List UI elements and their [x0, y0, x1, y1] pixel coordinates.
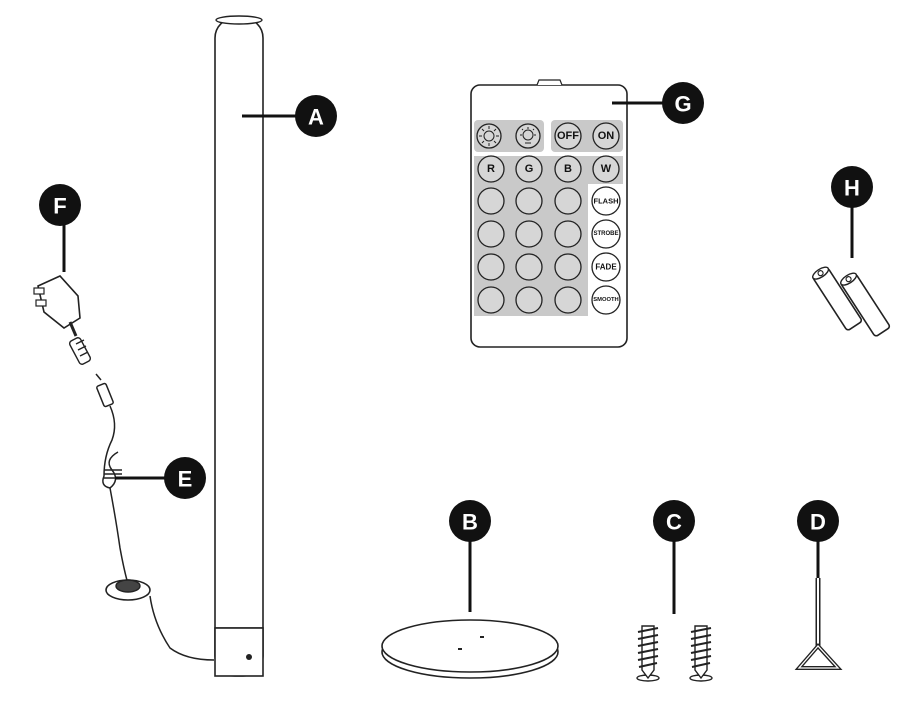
screw	[636, 625, 660, 682]
callout-c: C	[653, 500, 695, 542]
color-button[interactable]	[554, 286, 582, 314]
power-cable	[95, 373, 215, 661]
blue-label: B	[564, 163, 572, 175]
sun-up-icon	[479, 126, 499, 146]
callout-h-label: H	[844, 176, 860, 201]
strobe-label: STROBE	[593, 231, 618, 237]
color-button[interactable]	[515, 220, 543, 248]
leader-lines	[62, 101, 854, 614]
on-button[interactable]	[592, 122, 620, 150]
screw	[689, 625, 713, 682]
callout-d: D	[797, 500, 839, 542]
color-button[interactable]	[515, 253, 543, 281]
callout-b: B	[449, 500, 491, 542]
color-button[interactable]	[477, 286, 505, 314]
white-button[interactable]	[592, 155, 620, 183]
power-adapter	[33, 275, 92, 365]
red-label: R	[487, 163, 495, 175]
off-button[interactable]	[554, 122, 582, 150]
color-button[interactable]	[554, 187, 582, 215]
callout-b-label: B	[462, 510, 478, 535]
smooth-button[interactable]	[591, 285, 621, 315]
color-button[interactable]	[477, 220, 505, 248]
callout-c-label: C	[666, 510, 682, 535]
callout-d-label: D	[810, 510, 826, 535]
blue-button[interactable]	[554, 155, 582, 183]
smooth-label: SMOOTH	[593, 297, 618, 303]
allen-key	[794, 578, 843, 670]
color-button[interactable]	[554, 220, 582, 248]
battery	[840, 272, 891, 337]
callout-h: H	[831, 166, 873, 208]
flash-label: FLASH	[594, 197, 619, 206]
base-plate	[381, 619, 559, 679]
color-button[interactable]	[477, 187, 505, 215]
callout-e: E	[164, 457, 206, 499]
green-button[interactable]	[515, 155, 543, 183]
flash-button[interactable]	[591, 186, 621, 216]
callout-g-label: G	[674, 92, 691, 117]
white-label: W	[601, 163, 612, 175]
callout-g: G	[662, 82, 704, 124]
callout-f: F	[39, 184, 81, 226]
strobe-button[interactable]	[591, 219, 621, 249]
on-label: ON	[598, 130, 615, 142]
lamp-tube	[214, 15, 264, 677]
fade-label: FADE	[595, 263, 617, 272]
callout-a: A	[295, 95, 337, 137]
callout-a-label: A	[308, 105, 324, 130]
callout-f-label: F	[53, 194, 66, 219]
brightness-down-button[interactable]	[515, 123, 541, 149]
color-button[interactable]	[477, 253, 505, 281]
fade-button[interactable]	[591, 252, 621, 282]
color-button[interactable]	[515, 187, 543, 215]
battery	[812, 266, 863, 331]
red-button[interactable]	[477, 155, 505, 183]
color-button[interactable]	[554, 253, 582, 281]
foot-switch	[105, 579, 151, 601]
sun-down-icon	[520, 127, 536, 144]
callout-e-label: E	[178, 467, 193, 492]
color-button[interactable]	[515, 286, 543, 314]
remote-control: OFF ON R G B W FLASH STROBE FADE SMOOTH	[470, 79, 628, 348]
green-label: G	[525, 163, 534, 175]
off-label: OFF	[557, 130, 579, 142]
